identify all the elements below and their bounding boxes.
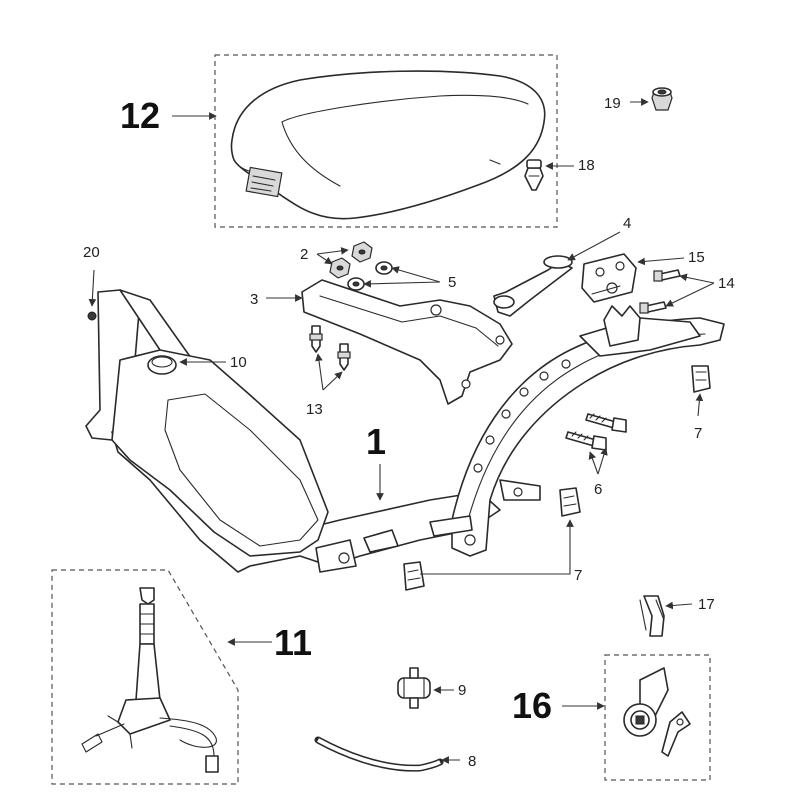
label-19: 19: [604, 95, 621, 112]
label-2: 2: [300, 246, 308, 263]
label-17: 17: [698, 596, 715, 613]
bolt-part[interactable]: [565, 413, 627, 451]
label-14: 14: [718, 275, 735, 292]
hinge-bracket-part[interactable]: [493, 255, 573, 317]
label-15: 15: [688, 249, 705, 266]
ignition-lock-group-box: [604, 654, 711, 781]
main-frame-part[interactable]: [85, 289, 725, 573]
label-1: 1: [366, 421, 386, 462]
label-9: 9: [458, 682, 466, 699]
fuel-tap-part[interactable]: [81, 587, 219, 773]
ignition-lock-part[interactable]: [623, 667, 691, 757]
small-screw-part[interactable]: [87, 311, 97, 321]
nut-part[interactable]: [329, 241, 373, 279]
stud-part[interactable]: [309, 325, 351, 371]
seat-group-box: [214, 54, 558, 228]
label-8: 8: [468, 753, 476, 770]
washer-part[interactable]: [347, 261, 393, 291]
label-7-bottom: 7: [574, 567, 582, 584]
seat-lock-part[interactable]: [581, 253, 637, 303]
bracket-part[interactable]: [301, 279, 513, 405]
label-12: 12: [120, 95, 160, 136]
label-20: 20: [83, 244, 100, 261]
label-7-right: 7: [694, 425, 702, 442]
seat-part[interactable]: [230, 70, 546, 220]
label-4: 4: [623, 215, 631, 232]
clamp-part[interactable]: [639, 595, 665, 637]
label-3: 3: [250, 291, 258, 308]
label-6: 6: [594, 481, 602, 498]
label-5: 5: [448, 274, 456, 291]
fuel-tap-group-box: [51, 569, 239, 785]
label-13: 13: [306, 401, 323, 418]
clip-part[interactable]: [403, 365, 711, 591]
label-18: 18: [578, 157, 595, 174]
label-10: 10: [230, 354, 247, 371]
fuel-hose-part[interactable]: [314, 736, 444, 772]
rubber-cap-part[interactable]: [651, 87, 673, 111]
label-16: 16: [512, 685, 552, 726]
rubber-buffer-part[interactable]: [524, 159, 544, 191]
fuel-filter-part[interactable]: [397, 667, 431, 709]
label-11: 11: [274, 622, 312, 663]
lock-screw-part[interactable]: [639, 269, 681, 314]
